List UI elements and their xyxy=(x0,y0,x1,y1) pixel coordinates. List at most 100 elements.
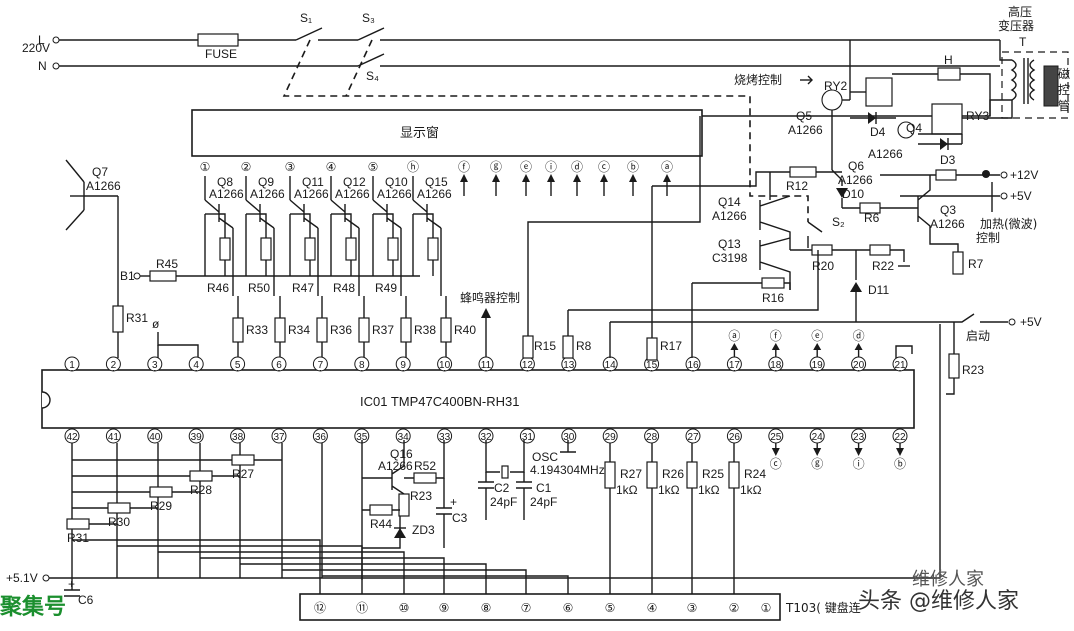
kb-r29-label: R29 xyxy=(150,499,172,513)
c1-label: C1 xyxy=(536,481,552,495)
connector-pin-1: ① xyxy=(761,601,772,615)
r38-label: R38 xyxy=(414,323,436,337)
ic-top-pin-12: 12 xyxy=(522,360,534,371)
q3-label: Q3 xyxy=(940,203,956,217)
r15-label: R15 xyxy=(534,339,556,353)
display-pin-9: ⓔ xyxy=(520,160,532,174)
driver-q15-label: Q15 xyxy=(425,175,448,189)
r15 xyxy=(522,335,534,359)
display-pin-13: ⓑ xyxy=(627,160,639,174)
ic-top-pin-18: 18 xyxy=(770,360,782,371)
connector-pin-3: ③ xyxy=(687,601,698,615)
r31-upper-label: R31 xyxy=(126,311,148,325)
kb-r29 xyxy=(149,486,173,498)
driver-q15-part: A1266 xyxy=(417,187,452,201)
driver-q11-part: A1266 xyxy=(294,187,329,201)
connector-pin-8: ⑧ xyxy=(481,601,492,615)
q16-circuit: Q16 A1266 R52 R23 R44 ZD3 C3 + xyxy=(361,440,468,580)
c2-value: 24pF xyxy=(490,495,517,509)
kb-r30 xyxy=(107,502,131,514)
buzzer-label: 蜂鸣器控制 xyxy=(460,290,520,305)
r16-label: R16 xyxy=(762,291,784,305)
r-12v xyxy=(935,169,957,181)
r36-label: R36 xyxy=(330,323,352,337)
ry2-label: RY2 xyxy=(824,79,847,93)
ic-bottom-tag-24: ⓖ xyxy=(811,457,823,471)
grid-drivers: Q8A1266R46Q9A1266R50Q11A1266R47Q12A1266R… xyxy=(204,175,452,296)
r20-label: R20 xyxy=(812,259,834,273)
magnetron-label-1: 磁 xyxy=(1058,66,1070,81)
start-label: 启动 xyxy=(966,329,990,343)
t103-label: T103( 键盘连 xyxy=(785,600,861,615)
driver-r47-label: R47 xyxy=(292,281,314,295)
s1-label: S₁ xyxy=(300,11,312,25)
c3-label: C3 xyxy=(452,511,468,525)
ic-top-pin-17: 17 xyxy=(729,360,741,371)
ry3-relay xyxy=(931,103,963,135)
heat-control-label-2: 控制 xyxy=(976,231,1000,245)
driver-r49-label: R49 xyxy=(375,281,397,295)
r38 xyxy=(400,317,412,343)
ic-top-pin-1: 1 xyxy=(69,360,75,371)
driver-r50-label: R50 xyxy=(248,281,270,295)
c3-plus: + xyxy=(450,495,457,509)
r45-label: R45 xyxy=(156,257,178,271)
ic-top-pin-14: 14 xyxy=(605,360,617,371)
plus51v-label: +5.1V xyxy=(6,571,38,585)
q5-part: A1266 xyxy=(788,123,823,137)
pull-r24 xyxy=(728,461,740,489)
ic-bottom-pin-37: 37 xyxy=(273,432,285,443)
kb-r31 xyxy=(66,518,90,530)
ic-top-pin-19: 19 xyxy=(812,360,824,371)
kb-r27-label: R27 xyxy=(232,467,254,481)
connector-pin-10: ⑩ xyxy=(399,601,410,615)
ic-top-pin-20: 20 xyxy=(853,360,865,371)
ic-top-pin-4: 4 xyxy=(193,360,199,371)
ic-top-pin-6: 6 xyxy=(276,360,282,371)
driver-q8-part: A1266 xyxy=(209,187,244,201)
crystal xyxy=(501,465,509,479)
r17 xyxy=(646,337,658,361)
driver-q8-label: Q8 xyxy=(217,175,233,189)
ic-bottom-pin-29: 29 xyxy=(605,432,617,443)
oscillator: OSC 4.194304MHz C2 24pF C1 24pF xyxy=(478,440,605,520)
display-pin-2: ② xyxy=(241,160,252,174)
driver-q10-label: Q10 xyxy=(385,175,408,189)
display-window xyxy=(191,109,703,157)
mains-wiring: L 220V N FUSE S₁ S₃ S₄ xyxy=(22,11,1000,222)
ic-bottom-pin-28: 28 xyxy=(646,432,658,443)
hv-transformer: 高压 变压器 T 磁 控 管 xyxy=(700,4,1070,119)
ic-bottom-pin-36: 36 xyxy=(315,432,327,443)
r23 xyxy=(948,353,960,379)
b1-label: B1 xyxy=(120,269,135,283)
r7 xyxy=(952,251,964,275)
c2-label: C2 xyxy=(494,481,510,495)
pull-r25-label: R25 xyxy=(702,467,724,481)
s4-label: S₄ xyxy=(366,69,379,83)
voltage-label: 220V xyxy=(22,41,50,55)
r45 xyxy=(149,270,177,282)
kb-r28 xyxy=(189,470,213,482)
ic-bottom-pin-30: 30 xyxy=(563,432,575,443)
transformer-title-2: 变压器 xyxy=(998,18,1034,33)
connector-pin-9: ⑨ xyxy=(439,601,450,615)
connector-pin-6: ⑥ xyxy=(563,601,574,615)
magnetron-label-2: 控 xyxy=(1058,83,1070,97)
ic-bottom-pin-33: 33 xyxy=(439,432,451,443)
q7-label: Q7 xyxy=(92,165,108,179)
driver-res-6 xyxy=(427,237,439,261)
driver-r46-label: R46 xyxy=(207,281,229,295)
pull-r26 xyxy=(646,461,658,489)
driver-q12-part: A1266 xyxy=(335,187,370,201)
q3-part: A1266 xyxy=(930,217,965,231)
r40-label: R40 xyxy=(454,323,476,337)
display-pin-3: ③ xyxy=(285,160,296,174)
r34-label: R34 xyxy=(288,323,310,337)
q13-part: C3198 xyxy=(712,251,748,265)
driver-r48-label: R48 xyxy=(333,281,355,295)
c1-value: 24pF xyxy=(530,495,557,509)
ic-top-pin-7: 7 xyxy=(318,360,324,371)
